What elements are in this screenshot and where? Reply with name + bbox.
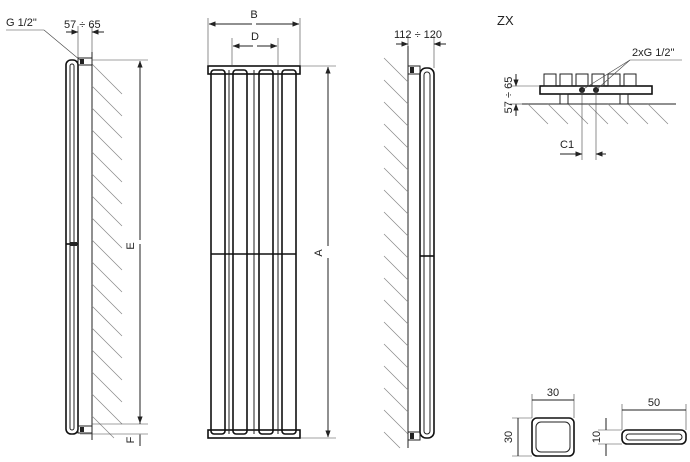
dim-f: F xyxy=(80,418,148,446)
zx-variant-label: ZX xyxy=(497,13,514,28)
wall-distance-side-label: 57 ÷ 65 xyxy=(64,19,101,31)
profile-flat-height-label: 10 xyxy=(591,431,603,443)
dim-b-label: B xyxy=(250,9,257,21)
radiator-side-fitted xyxy=(407,65,435,441)
wall-distance-total-label: 112 ÷ 120 xyxy=(394,29,442,41)
zx-dim-wall-distance: 57 ÷ 65 xyxy=(503,74,540,116)
radiator-side-body xyxy=(65,57,93,435)
wall-hatching-right xyxy=(383,46,409,449)
radiator-tubes xyxy=(210,69,297,435)
zx-c1-label: C1 xyxy=(560,139,574,151)
profile-square-width-label: 30 xyxy=(547,387,559,399)
zx-connection-label: 2xG 1/2" xyxy=(632,47,675,59)
zx-dim-c1: C1 xyxy=(560,90,606,160)
g-connection-label: G 1/2" xyxy=(6,17,37,29)
wall-hatching-left xyxy=(91,52,123,440)
dim-b: B xyxy=(207,9,301,66)
side-view: 57 ÷ 65 G 1/2" E F xyxy=(6,17,148,446)
dim-d-label: D xyxy=(251,31,259,43)
profile-flat-width-label: 50 xyxy=(648,397,660,409)
dim-wall-distance-total: 112 ÷ 120 xyxy=(394,29,446,68)
dim-a: A xyxy=(300,65,336,439)
front-view: B D A xyxy=(207,9,336,439)
zx-wall xyxy=(522,103,676,125)
zx-detail: ZX xyxy=(497,13,682,160)
dim-e-label: E xyxy=(125,242,137,249)
side-view-fittings: 112 ÷ 120 xyxy=(383,29,446,449)
profile-square: 30 30 xyxy=(503,387,575,457)
zx-connection-callout: 2xG 1/2" xyxy=(581,47,682,91)
dim-f-label: F xyxy=(125,436,137,443)
dim-wall-distance-side: 57 ÷ 65 xyxy=(64,19,104,60)
profile-flat: 50 10 xyxy=(591,397,687,456)
g-connection-callout: G 1/2" xyxy=(6,17,81,61)
dim-a-label: A xyxy=(313,249,325,257)
profile-square-height-label: 30 xyxy=(503,431,515,443)
zx-wall-distance-label: 57 ÷ 65 xyxy=(503,77,515,114)
dim-e: E xyxy=(92,59,148,425)
dim-d: D xyxy=(231,31,279,66)
